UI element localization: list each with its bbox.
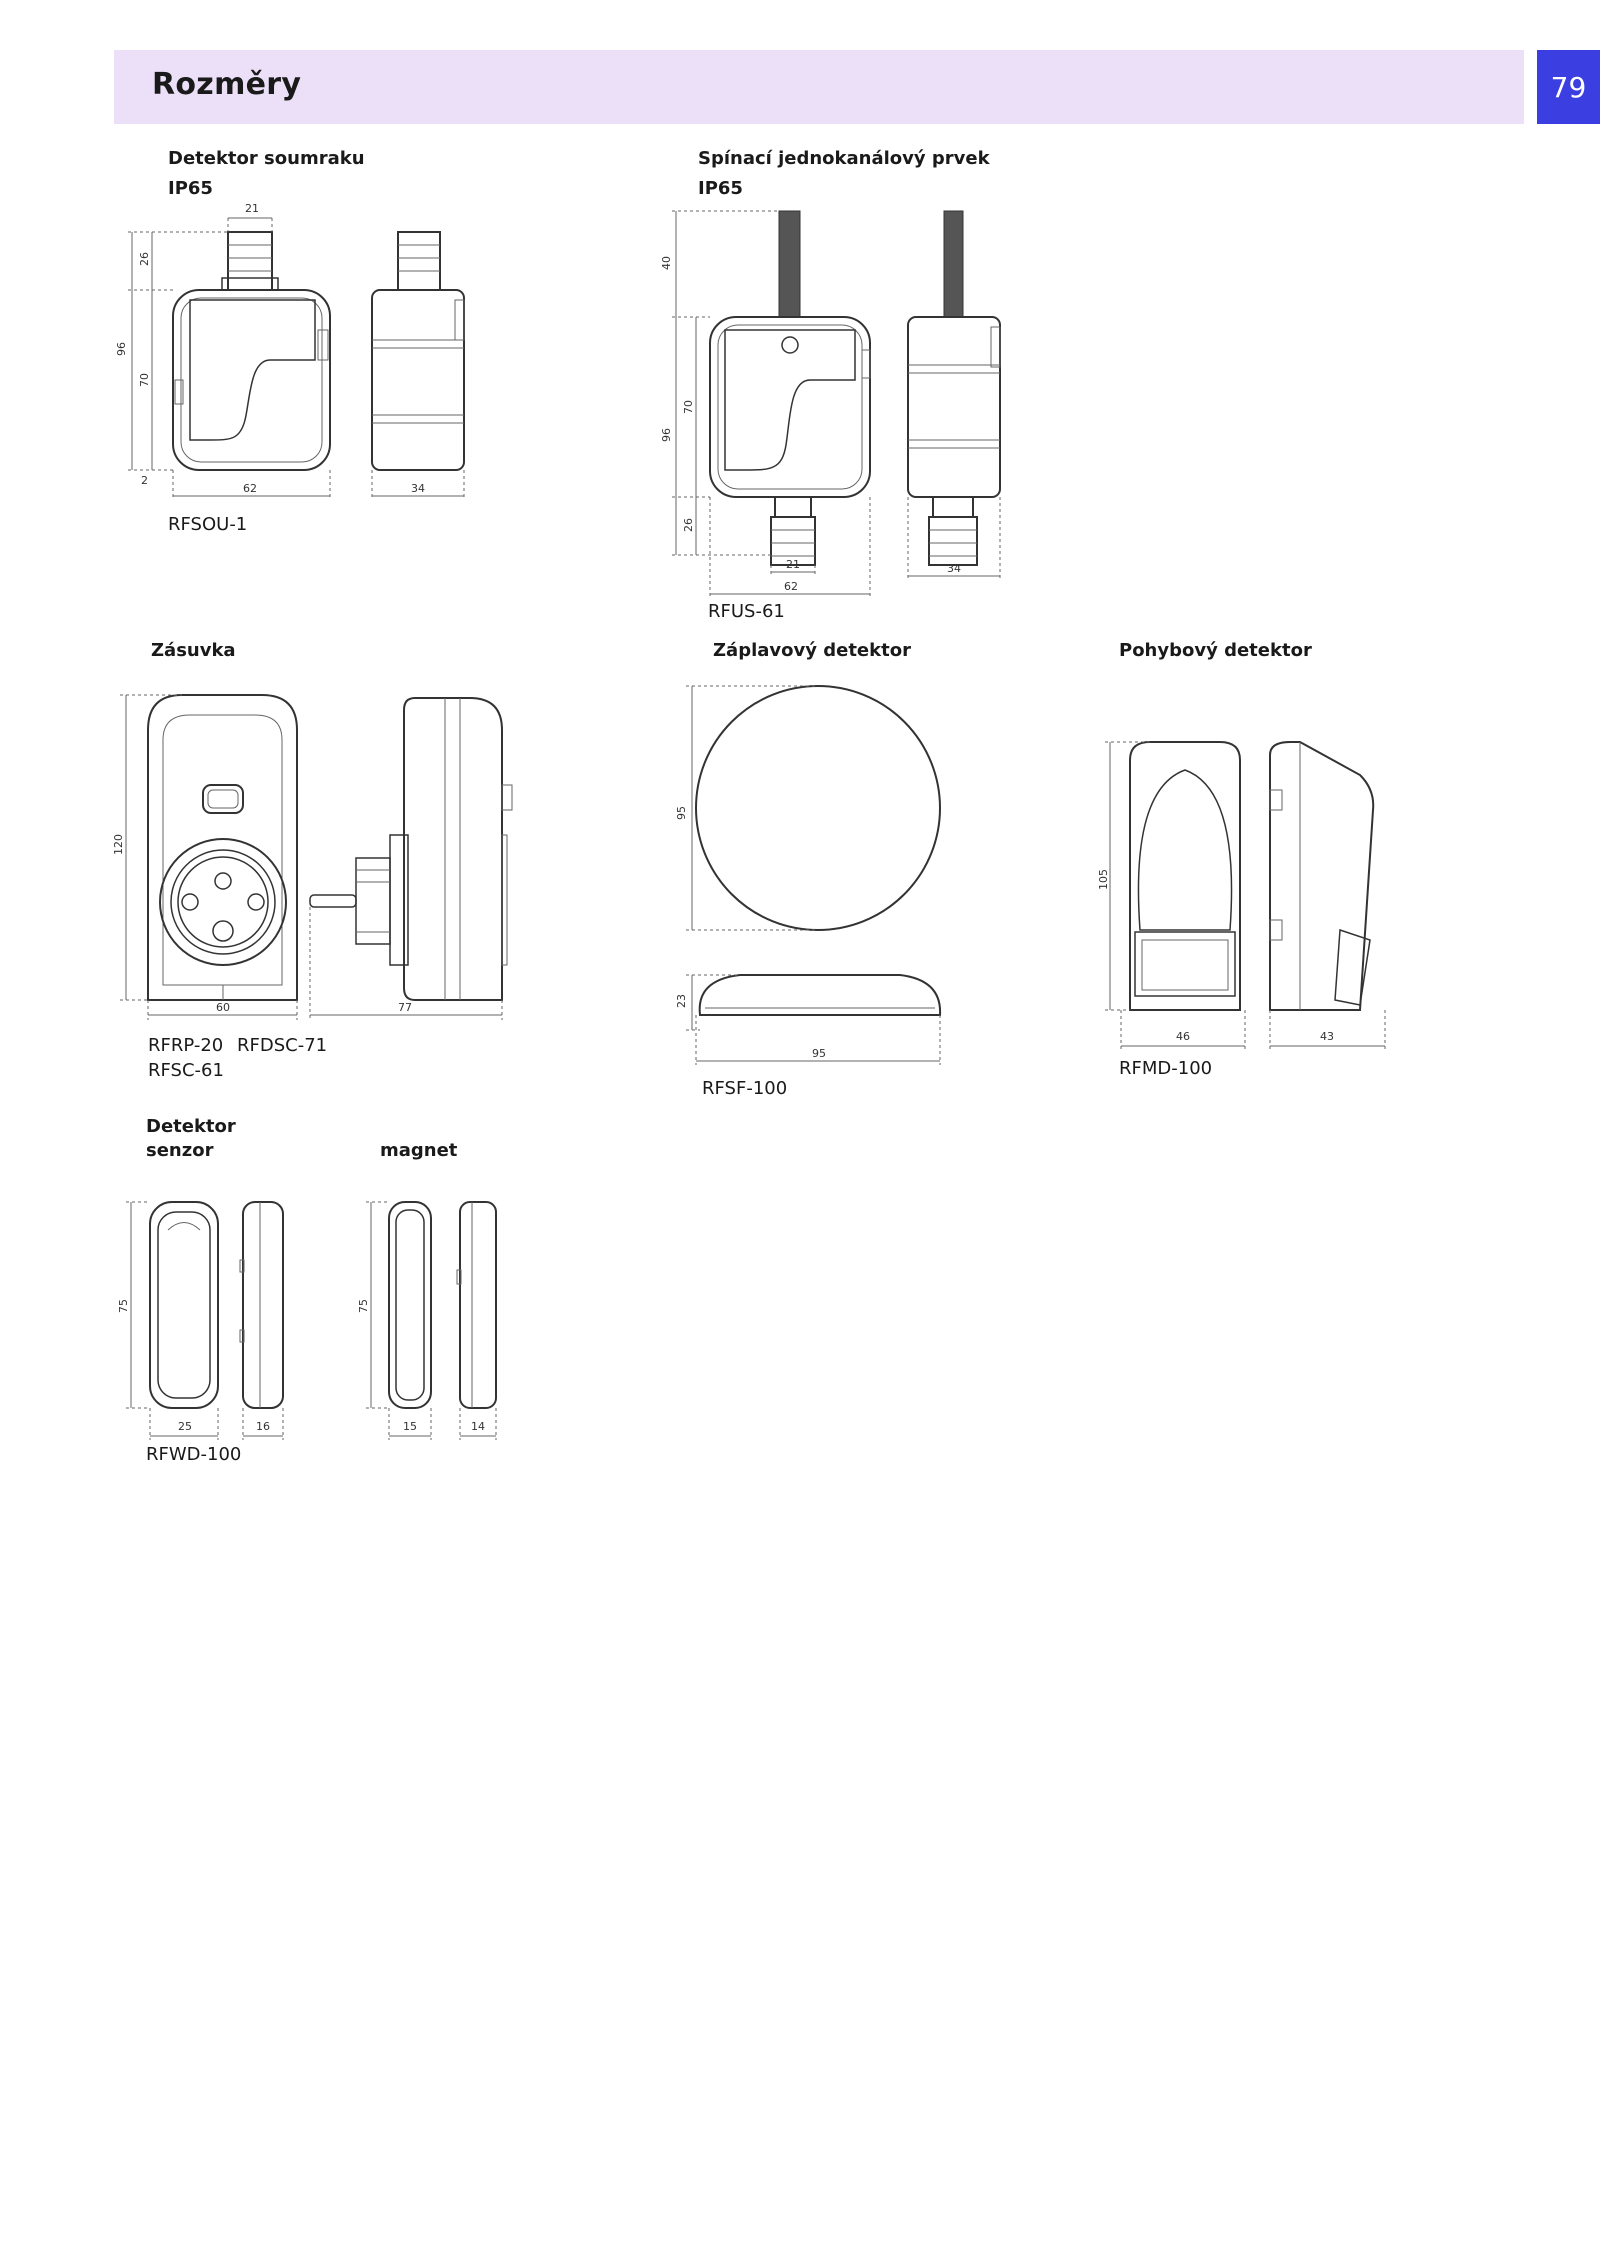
dim-zasuvka-height: 120 bbox=[112, 834, 125, 855]
model-label-rfsc: RFSC-61 bbox=[148, 1060, 224, 1081]
dim-senzor-depth: 16 bbox=[256, 1420, 270, 1433]
zasuvka-dimension-lines bbox=[120, 694, 503, 1020]
dim-zasuvka-depth: 77 bbox=[398, 1001, 412, 1014]
dim-zaplavovy-height: 23 bbox=[675, 994, 688, 1008]
dim-senzor-width: 25 bbox=[178, 1420, 192, 1433]
model-label-rfus: RFUS-61 bbox=[708, 601, 785, 622]
section-title-rfus: Spínací jednokanálový prvek bbox=[698, 148, 990, 169]
section-title-magnet: magnet bbox=[380, 1140, 458, 1161]
rfsou-side-drawing bbox=[371, 231, 465, 471]
model-label-rfwd: RFWD-100 bbox=[146, 1444, 242, 1465]
detektor-dimension-lines bbox=[126, 1201, 497, 1440]
zasuvka-front-drawing bbox=[147, 694, 298, 1001]
section-title-zasuvka: Zásuvka bbox=[151, 640, 236, 661]
dim-rfsou-upper: 26 bbox=[138, 252, 151, 266]
model-label-rfsou: RFSOU-1 bbox=[168, 514, 248, 535]
section-title-detektor: Detektor bbox=[146, 1116, 236, 1137]
dim-pohybovy-depth: 43 bbox=[1320, 1030, 1334, 1043]
dim-zaplavovy-diameter: 95 bbox=[675, 806, 688, 820]
pohybovy-front-drawing bbox=[1129, 741, 1241, 1011]
section-title-zaplavovy: Záplavový detektor bbox=[713, 640, 911, 661]
rfus-front-drawing bbox=[709, 210, 871, 566]
model-label-rfdsc: RFDSC-71 bbox=[237, 1035, 328, 1056]
pohybovy-side-drawing bbox=[1269, 741, 1375, 1011]
model-label-rfmd: RFMD-100 bbox=[1119, 1058, 1213, 1079]
dim-rfus-body: 70 bbox=[682, 400, 695, 414]
section-subtitle-rfus: IP65 bbox=[698, 178, 743, 199]
dim-rfus-width: 62 bbox=[784, 580, 798, 593]
dim-rfus-total: 96 bbox=[660, 428, 673, 442]
dim-zaplavovy-width: 95 bbox=[812, 1047, 826, 1060]
dim-rfsou-top: 21 bbox=[245, 202, 259, 215]
zaplavovy-side-drawing bbox=[698, 974, 942, 1016]
rfsou-front-drawing bbox=[172, 231, 331, 471]
senzor-side-drawing bbox=[239, 1201, 284, 1409]
dim-rfsou-total: 96 bbox=[115, 342, 128, 356]
page-number: 79 bbox=[1537, 50, 1600, 124]
dim-rfus-gland-width: 21 bbox=[786, 558, 800, 571]
section-subtitle-rfsou: IP65 bbox=[168, 178, 213, 199]
page-title: Rozměry bbox=[152, 67, 302, 102]
section-title-pohybovy: Pohybový detektor bbox=[1119, 640, 1312, 661]
rfus-dimension-lines bbox=[672, 210, 1001, 598]
dim-rfus-gland: 26 bbox=[682, 518, 695, 532]
senzor-front-drawing bbox=[149, 1201, 219, 1409]
section-title-rfsou: Detektor soumraku bbox=[168, 148, 365, 169]
model-label-rfsf: RFSF-100 bbox=[702, 1078, 788, 1099]
dim-zasuvka-width: 60 bbox=[216, 1001, 230, 1014]
magnet-front-drawing bbox=[388, 1201, 432, 1409]
dim-rfus-depth: 34 bbox=[947, 562, 961, 575]
dim-magnet-depth: 14 bbox=[471, 1420, 485, 1433]
section-title-senzor: senzor bbox=[146, 1140, 214, 1161]
zaplavovy-dimension-lines bbox=[686, 685, 941, 1065]
dim-rfsou-width: 62 bbox=[243, 482, 257, 495]
dim-pohybovy-width: 46 bbox=[1176, 1030, 1190, 1043]
model-label-rfrp: RFRP-20 bbox=[148, 1035, 224, 1056]
header-bar: Rozměry bbox=[114, 50, 1524, 124]
rfus-side-drawing bbox=[907, 210, 1001, 566]
dim-rfsou-depth: 34 bbox=[411, 482, 425, 495]
dim-rfsou-body: 70 bbox=[138, 373, 151, 387]
zasuvka-side-drawing bbox=[309, 697, 513, 1001]
dim-senzor-height: 75 bbox=[117, 1299, 130, 1313]
dim-rfus-cable: 40 bbox=[660, 256, 673, 270]
dim-pohybovy-height: 105 bbox=[1097, 869, 1110, 890]
magnet-side-drawing bbox=[456, 1201, 497, 1409]
rfsou-dimension-lines bbox=[128, 217, 465, 500]
zaplavovy-top-drawing bbox=[695, 685, 941, 931]
pohybovy-dimension-lines bbox=[1105, 741, 1386, 1050]
dim-magnet-width: 15 bbox=[403, 1420, 417, 1433]
dim-rfsou-bottom: 2 bbox=[141, 474, 148, 487]
dim-magnet-height: 75 bbox=[357, 1299, 370, 1313]
